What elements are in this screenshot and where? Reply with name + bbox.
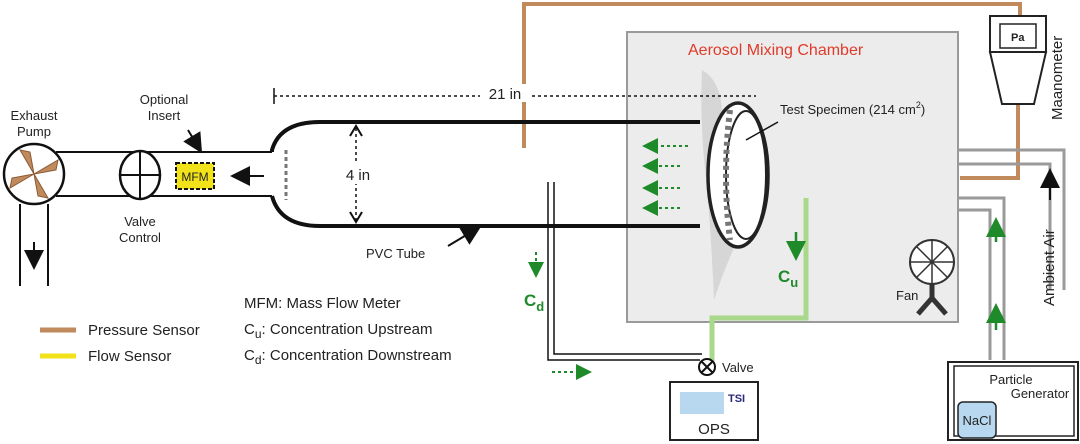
manometer: Pa [988,15,1048,105]
pressure-sensor-line [522,2,1022,148]
test-specimen-label: Test Specimen (214 cm2) [780,100,925,117]
test-specimen-pointer [745,121,779,141]
upstream-sample-line [709,198,809,362]
ambient-air-label: Ambient Air [1041,229,1058,306]
diameter-dimension-label: 4 in [346,167,370,184]
legend-mfm: MFM: Mass Flow Meter [244,295,401,312]
particle-generator: Particle Generator NaCl [947,361,1079,441]
valve-control-label-1: Valve [124,214,156,229]
valve-label: Valve [722,360,754,375]
mfm-flow-sensor [175,162,215,190]
legend-cd: Cd: Concentration Downstream [244,347,452,367]
fan [909,239,955,316]
chamber-title: Aerosol Mixing Chamber [688,42,864,59]
pvc-tube-bottom [270,195,700,228]
particle-generator-label-1: Particle [989,372,1032,387]
fan-label: Fan [896,288,918,303]
ops-screen [680,392,724,414]
exhaust-pump [2,142,66,286]
cu-label: Cu [778,267,798,290]
legend-pressure-label: Pressure Sensor [88,322,200,339]
particle-generator-label-2: Generator [1011,386,1070,401]
length-dimension-label: 21 in [489,86,522,103]
legend-flow-label: Flow Sensor [88,348,171,365]
tsi-logo: TSI [728,393,745,405]
manometer-pa: Pa [1011,32,1025,44]
manometer-label: Maanometer [1049,36,1066,120]
mfm-label: MFM [181,170,208,184]
ops-label: OPS [698,421,730,438]
legend-cu: Cu: Concentration Upstream [244,321,432,341]
pvc-tube-pointer [447,225,482,247]
optional-insert-pointer [183,129,203,154]
aerosol-mixing-chamber [626,31,959,323]
nacl-container [957,401,997,439]
pressure-sensor-line-chamber [960,104,1020,180]
pvc-tube-top [270,120,700,152]
valve-control [118,149,162,201]
ops-instrument: TSI OPS [669,381,759,441]
exhaust-pump-label-1: Exhaust [11,108,58,123]
optional-insert-label-1: Optional [140,92,189,107]
pvc-tube-label: PVC Tube [366,246,425,261]
optional-insert-label-2: Insert [148,108,181,123]
nacl-label: NaCl [963,413,992,428]
downstream-sample-line [547,182,700,361]
test-specimen [706,101,770,249]
ambient-air-tube-upper [958,148,1066,290]
sample-valve [698,358,716,376]
airflow-arrows [642,138,688,216]
cd-label: Cd [524,291,544,314]
valve-control-label-2: Control [119,230,161,245]
exhaust-pump-label-2: Pump [17,124,51,139]
